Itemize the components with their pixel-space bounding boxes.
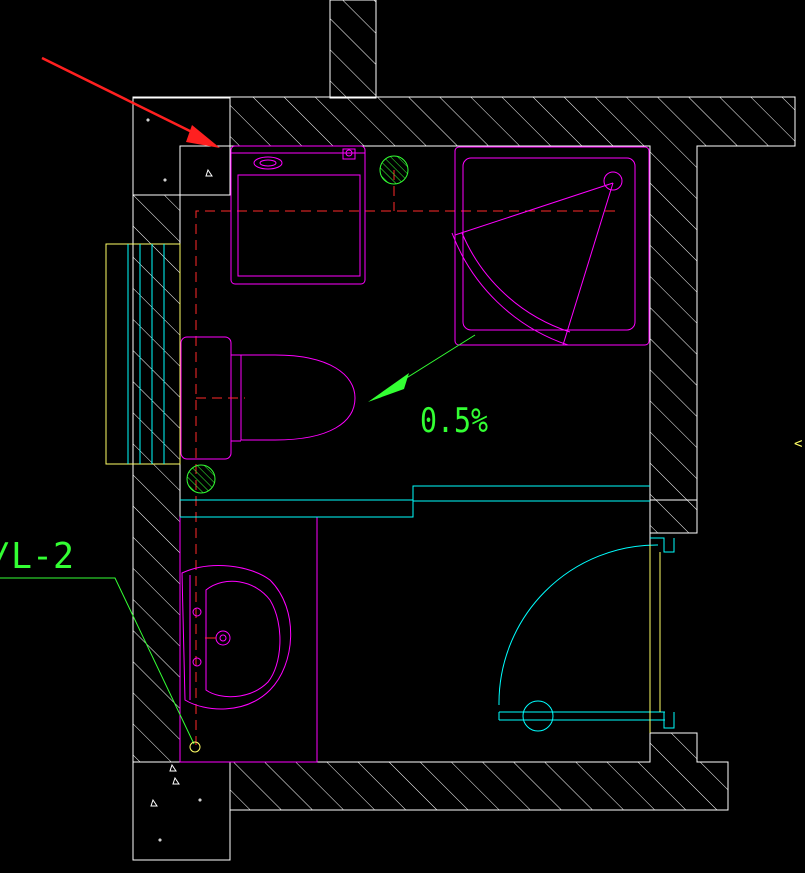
- window-icon: [105, 243, 181, 465]
- shower-icon: [451, 146, 650, 346]
- riser-leader: [0, 577, 201, 753]
- slope-label: 0.5%: [420, 401, 488, 441]
- slope-arrow-icon: [368, 334, 476, 402]
- edge-mark: <: [794, 436, 802, 452]
- riser-label: /L-2: [0, 536, 74, 577]
- floor-threshold: [180, 485, 650, 518]
- pointer-arrow-icon: [41, 56, 220, 148]
- water-heater-icon: [230, 145, 366, 285]
- drain-pipe: [195, 170, 615, 745]
- toilet-icon: [180, 336, 356, 460]
- washbasin-icon: [179, 516, 318, 763]
- door-swing-icon: [498, 537, 675, 733]
- pipe-riser-icon: [186, 155, 409, 494]
